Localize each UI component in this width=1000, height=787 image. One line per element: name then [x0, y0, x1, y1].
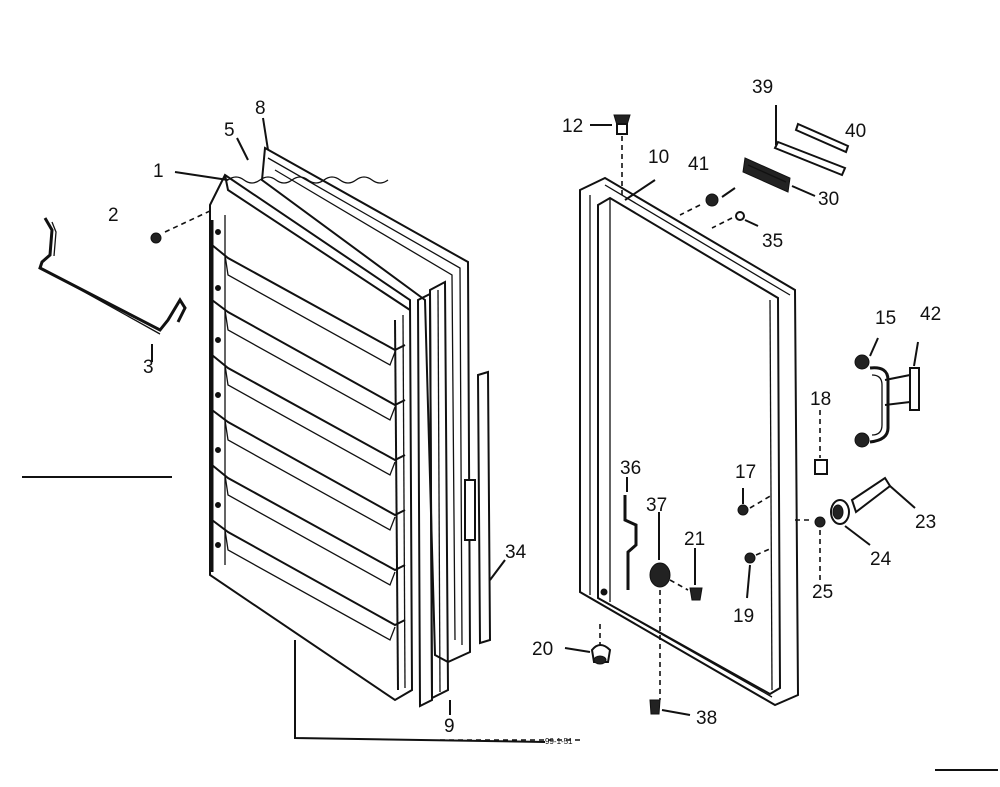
screw-19 [744, 552, 756, 564]
callout-9: 9 [444, 716, 455, 737]
screw-2 [150, 209, 213, 244]
callout-20: 20 [532, 639, 553, 660]
callout-40: 40 [845, 121, 866, 142]
callout-30: 30 [818, 189, 839, 210]
part-18-block [814, 459, 828, 475]
screw-21 [669, 548, 703, 601]
callout-23: 23 [915, 512, 936, 533]
screw-38 [649, 699, 691, 716]
hinge-strip-34 [476, 370, 492, 645]
callout-18: 18 [810, 389, 831, 410]
callout-36: 36 [620, 458, 641, 479]
callout-21: 21 [684, 529, 705, 550]
callout-17: 17 [735, 462, 756, 483]
callout-41: 41 [688, 154, 709, 175]
callout-19: 19 [733, 606, 754, 627]
callout-25: 25 [812, 582, 833, 603]
callout-10: 10 [648, 147, 669, 168]
callout-2: 2 [108, 205, 119, 226]
part-30-plate [742, 157, 816, 197]
shelf-retainer-bar [38, 217, 187, 335]
callout-12: 12 [562, 116, 583, 137]
callout-15: 15 [875, 308, 896, 329]
part-42-trim [884, 341, 920, 411]
inner-door-panel [209, 146, 492, 708]
door-shelves [211, 244, 406, 641]
hinge-pin-12 [590, 114, 631, 195]
part-39-strip [773, 140, 847, 177]
part-37 [649, 512, 671, 700]
callout-8: 8 [255, 98, 266, 119]
callout-42: 42 [920, 304, 941, 325]
callout-38: 38 [696, 708, 717, 729]
door-handle [854, 337, 890, 448]
outer-door-frame [579, 176, 800, 707]
lock-assembly [795, 476, 916, 580]
callout-5: 5 [224, 120, 235, 141]
callout-37: 37 [646, 495, 667, 516]
callout-3: 3 [143, 357, 154, 378]
hinge-20 [564, 624, 612, 665]
figure-code: 99-1-51 [545, 737, 573, 746]
wire-36 [623, 495, 638, 590]
part-41-screw [705, 193, 719, 207]
callout-35: 35 [762, 231, 783, 252]
callout-1: 1 [153, 161, 164, 182]
part-35-clip [711, 211, 759, 229]
screw-17 [737, 504, 749, 516]
callout-34: 34 [505, 542, 527, 563]
callout-24: 24 [870, 549, 892, 570]
part-40-strip [794, 122, 850, 154]
callout-39: 39 [752, 77, 773, 98]
